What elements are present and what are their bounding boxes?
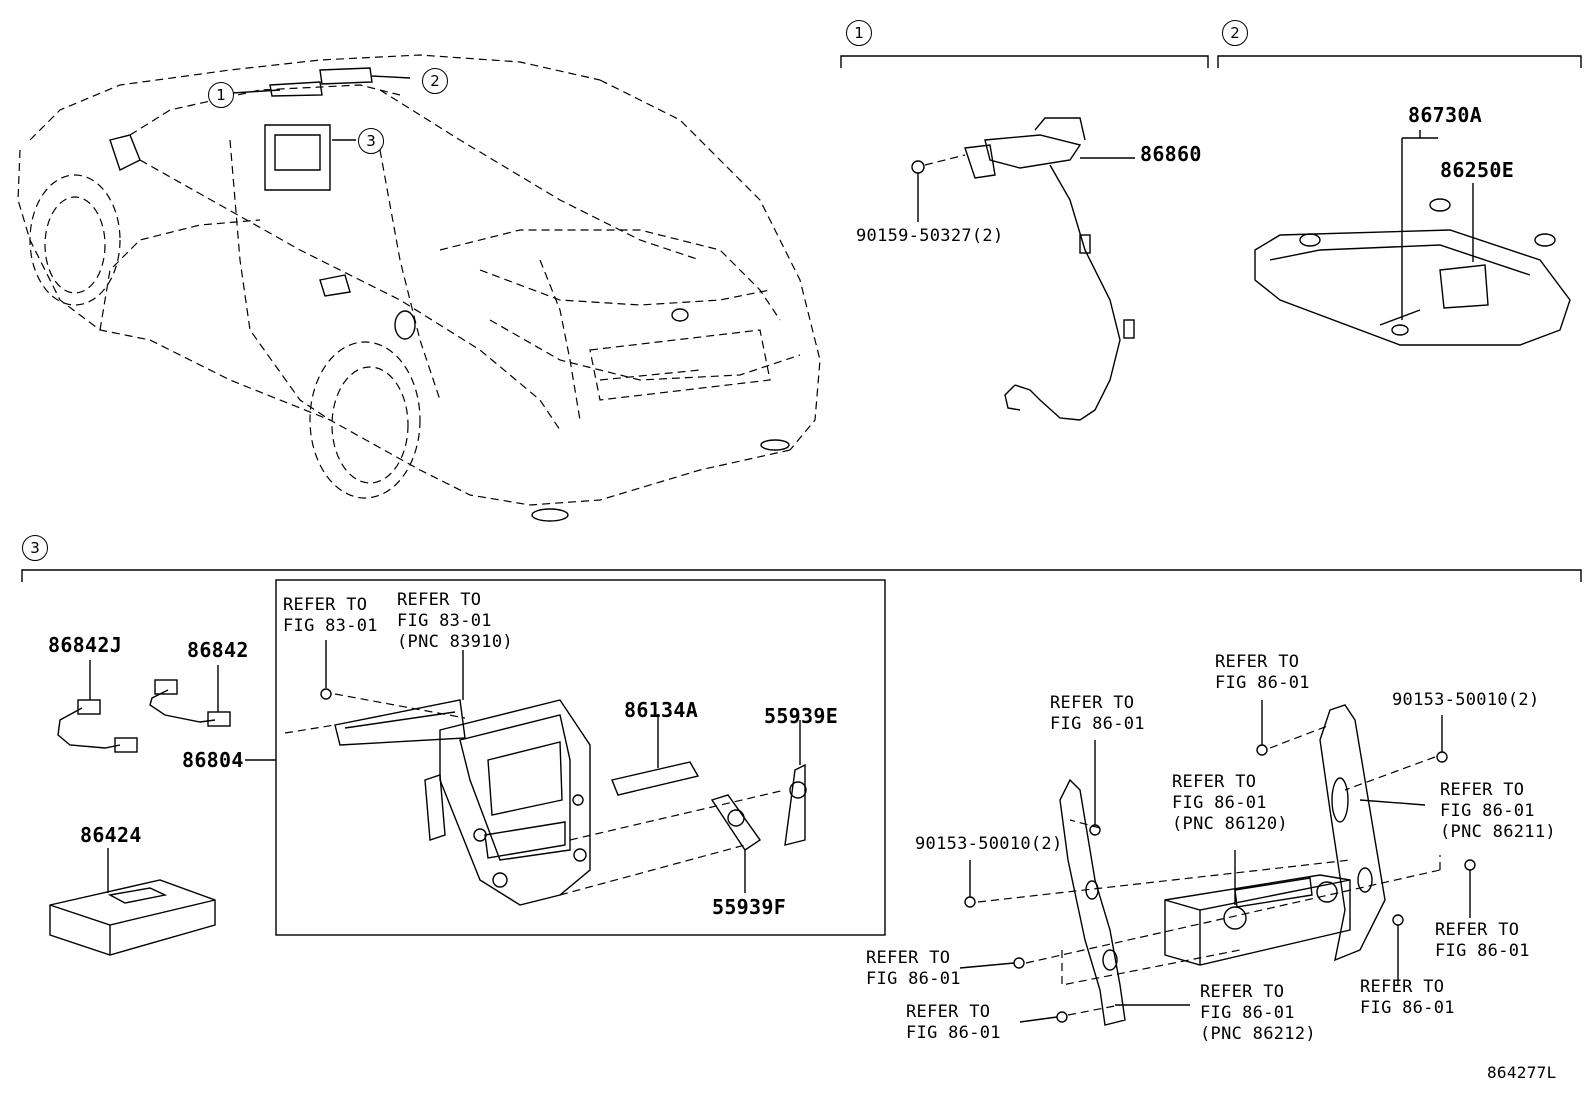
part-86804: 86804: [182, 748, 244, 772]
refer-fig-86-01-pnc-86212: REFER TO FIG 86-01 (PNC 86212): [1200, 982, 1316, 1044]
center-unit: [1164, 874, 1351, 966]
part-90153-50010-left: 90153-50010(2): [915, 834, 1063, 854]
harness-86842: [149, 665, 231, 727]
part-86842J: 86842J: [48, 633, 123, 657]
part-86134A: 86134A: [624, 698, 699, 722]
callout-2: 2: [422, 68, 448, 94]
harness-86842J: [57, 660, 138, 753]
part-55939E: 55939E: [764, 704, 839, 728]
panel-86804: [245, 640, 591, 906]
harness-86860: [911, 117, 1135, 421]
callout-1: 1: [208, 82, 234, 108]
bracket-right: [1319, 704, 1386, 962]
section-marker-2: 2: [1222, 20, 1248, 46]
refer-fig-86-01-upper: REFER TO FIG 86-01: [1050, 693, 1145, 734]
part-86730A: 86730A: [1408, 103, 1483, 127]
trim-86134A: [611, 714, 700, 796]
part-55939F: 55939F: [712, 895, 787, 919]
refer-fig-83-01-pnc-83910: REFER TO FIG 83-01 (PNC 83910): [397, 590, 513, 652]
unit-86424: [49, 848, 216, 956]
car-illustration: [17, 54, 821, 522]
part-90159-50327: 90159-50327(2): [856, 226, 1004, 246]
panel-assembly-box: [275, 579, 886, 936]
part-86842: 86842: [187, 638, 249, 662]
refer-fig-86-01-pnc-86211: REFER TO FIG 86-01 (PNC 86211): [1440, 780, 1556, 842]
part-90153-50010-right: 90153-50010(2): [1392, 690, 1540, 710]
refer-fig-86-01-left: REFER TO FIG 86-01: [866, 948, 961, 989]
part-86424: 86424: [80, 823, 142, 847]
refer-fig-86-01-pnc-86120: REFER TO FIG 86-01 (PNC 86120): [1172, 772, 1288, 834]
part-86860: 86860: [1140, 142, 1202, 166]
part-86250E: 86250E: [1440, 158, 1515, 182]
leader-lines: [959, 700, 1471, 1023]
refer-fig-86-01-bottom-right: REFER TO FIG 86-01: [1360, 977, 1455, 1018]
section-marker-1: 1: [846, 20, 872, 46]
roof-console: [1254, 130, 1571, 346]
bracket-left: [1059, 778, 1126, 1026]
refer-fig-86-01-bottom-left: REFER TO FIG 86-01: [906, 1002, 1001, 1043]
trim-55939E: [784, 720, 807, 846]
refer-fig-86-01-top: REFER TO FIG 86-01: [1215, 652, 1310, 693]
trim-55939F: [559, 789, 786, 896]
refer-fig-83-01-bolt: REFER TO FIG 83-01: [283, 595, 378, 636]
figure-code: 864277L: [1487, 1063, 1557, 1082]
section-marker-3: 3: [22, 535, 48, 561]
refer-fig-86-01-right: REFER TO FIG 86-01: [1435, 920, 1530, 961]
callout-3: 3: [358, 128, 384, 154]
